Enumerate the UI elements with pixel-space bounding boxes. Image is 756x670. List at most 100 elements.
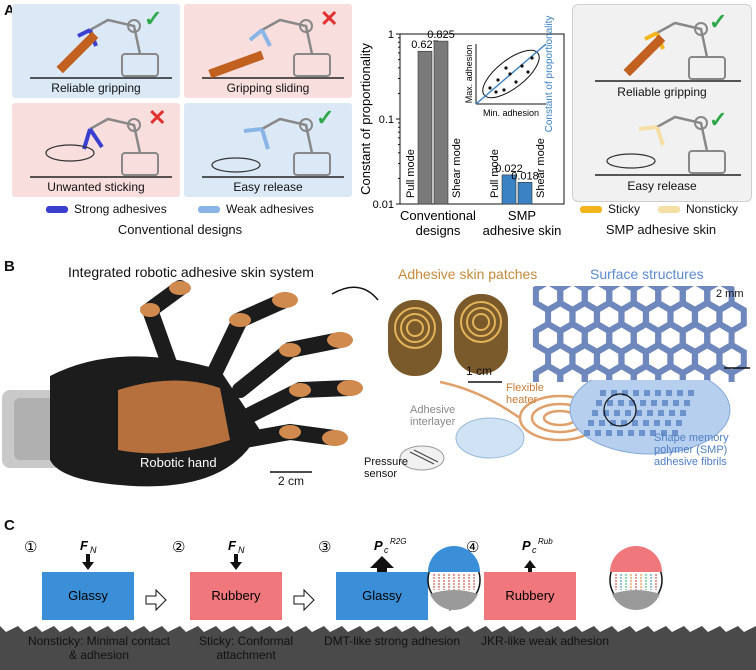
force-subscript: c (384, 545, 389, 555)
fibril (684, 400, 690, 406)
step-number: ② (172, 539, 185, 556)
fibril (677, 390, 683, 396)
fibril (625, 410, 631, 416)
y-axis-label: Constant of proportionality (358, 43, 373, 195)
panel-c-letter: C (4, 517, 15, 534)
fibril (636, 410, 642, 416)
inset-point (526, 70, 530, 74)
fibril (595, 430, 601, 436)
fibril (610, 420, 616, 426)
bar (417, 50, 433, 205)
zoom-material (428, 546, 480, 572)
fibril (662, 400, 668, 406)
force-arrow (230, 554, 242, 570)
material-block (42, 572, 134, 620)
group-label: designs (416, 223, 461, 238)
material-block (190, 572, 282, 620)
fibril (655, 390, 661, 396)
y-tick-label: 1 (388, 29, 394, 41)
fibril (632, 420, 638, 426)
fibril (654, 420, 660, 426)
block-label: Glassy (68, 588, 108, 603)
fibril (658, 410, 664, 416)
tile-caption: Easy release (233, 180, 303, 194)
force-arrow (370, 556, 394, 572)
fibril (629, 400, 635, 406)
force-superscript: R2G (390, 538, 406, 546)
legend-label-weak: Weak adhesives (226, 202, 314, 216)
tile-caption: Reliable gripping (51, 81, 141, 95)
fibril (640, 400, 646, 406)
fibril (669, 410, 675, 416)
inset-annotation: Constant of proportionality (544, 16, 555, 133)
adhesive-interlayer-label: Adhesive interlayer (410, 404, 456, 428)
robot-arm-illustration (30, 18, 172, 79)
fibril (688, 390, 694, 396)
cross-icon: ✕ (320, 6, 339, 31)
fibril (661, 430, 667, 436)
inset-point (504, 66, 508, 70)
inset-y-label: Max. adhesion (464, 45, 474, 104)
bar-mode-label: Pull mode (405, 149, 417, 198)
fibril (676, 420, 682, 426)
conventional-designs-title: Conventional designs (117, 222, 243, 237)
step-caption: Sticky: Conformal attachment (198, 634, 294, 662)
robot-arm-illustration (202, 117, 344, 178)
fibril (666, 390, 672, 396)
block-label: Glassy (362, 588, 402, 603)
legend-swatch-strong (46, 206, 68, 213)
step-number: ③ (318, 539, 331, 556)
tile-caption: Unwanted sticking (47, 180, 145, 194)
robot-arm-illustration (595, 21, 741, 176)
force-superscript: Rub (538, 538, 553, 546)
force-arrow (82, 554, 94, 570)
step-arrow (293, 588, 315, 612)
bar-mode-label: Shear mode (451, 138, 463, 198)
step-number: ① (24, 539, 37, 556)
smp-tile-caption: Reliable gripping (617, 85, 707, 99)
bar (433, 40, 449, 205)
check-icon: ✓ (144, 6, 163, 31)
check-icon: ✓ (709, 9, 728, 34)
zoom-substrate (612, 590, 660, 611)
fibril (596, 400, 602, 406)
material-block (336, 572, 428, 620)
y-tick-label: 0.1 (379, 114, 394, 126)
tile-gripping-sliding: ✕ Gripping sliding (184, 4, 352, 98)
block-label: Rubbery (211, 588, 261, 603)
bar-value-label: 0.018 (511, 170, 539, 182)
smp-tile-caption: Easy release (627, 179, 697, 193)
group-label: Conventional (400, 208, 476, 223)
legend-swatch-nonsticky (658, 206, 680, 213)
inset-x-label: Min. adhesion (483, 108, 539, 118)
robot-arm-illustration (30, 117, 172, 178)
inset-point (502, 88, 506, 92)
fibril (614, 410, 620, 416)
adhesive-skin-patches-photo (388, 294, 508, 383)
fibril (639, 430, 645, 436)
fibril (643, 420, 649, 426)
integrated-system-title: Integrated robotic adhesive skin system (68, 264, 314, 280)
fibril (672, 430, 678, 436)
group-label: SMP (508, 208, 536, 223)
fibril (673, 400, 679, 406)
hex-cell (704, 362, 735, 382)
force-label: F (228, 538, 237, 553)
inset-point (514, 80, 518, 84)
fibril (603, 410, 609, 416)
force-subscript: N (90, 545, 97, 555)
patches-scale-bar-label: 1 cm (466, 364, 493, 378)
fibril (588, 420, 594, 426)
material-block (484, 572, 576, 620)
group-label: adhesive skin (483, 223, 562, 238)
force-subscript: c (532, 545, 537, 555)
bar-mode-label: Pull mode (489, 149, 501, 198)
legend-label-sticky: Sticky (608, 202, 641, 216)
legend-swatch-weak (198, 206, 220, 213)
fibril (584, 430, 590, 436)
fibril (607, 400, 613, 406)
structures-scale-bar-label: 2 mm (716, 288, 744, 300)
surface-structures-micrograph (532, 286, 750, 382)
fibril (628, 430, 634, 436)
